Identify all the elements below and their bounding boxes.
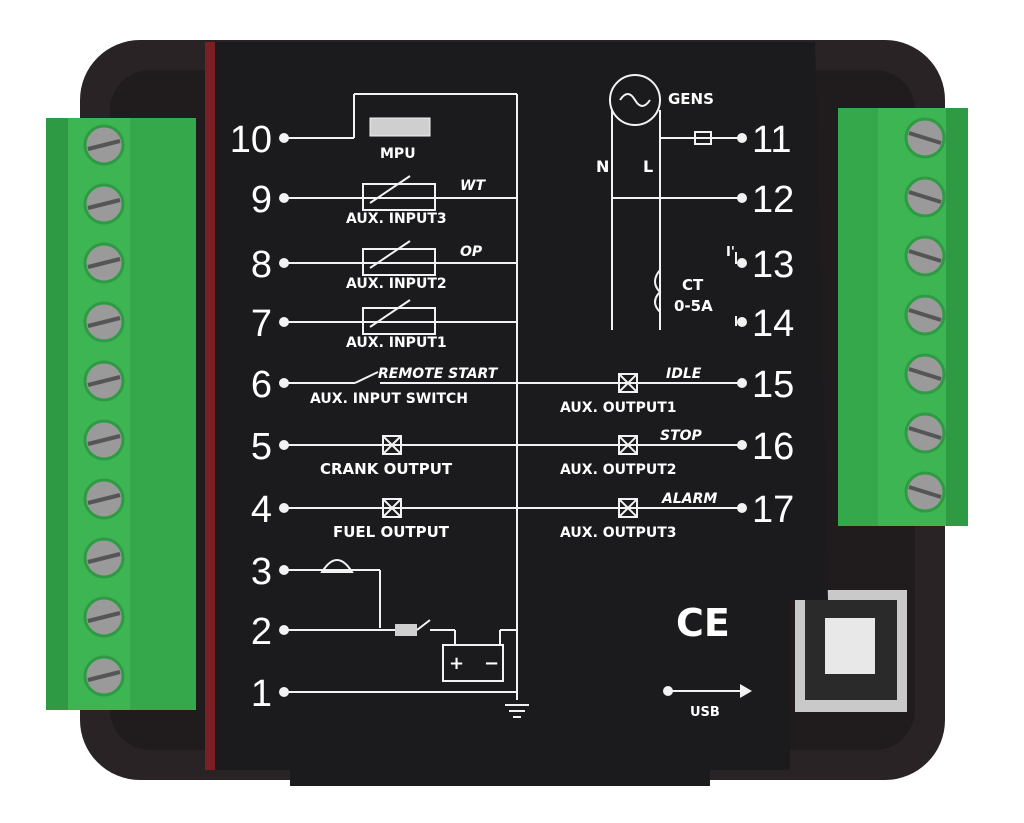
- label-aux-output3: AUX. OUTPUT3: [560, 525, 677, 541]
- label-stop: STOP: [660, 428, 703, 444]
- terminal-number-15: 15: [752, 364, 794, 406]
- terminal-number-14: 14: [752, 303, 794, 345]
- left-terminal-block: [46, 118, 196, 710]
- label-fuel-output: FUEL OUTPUT: [333, 523, 450, 541]
- mpu-sensor: [369, 117, 431, 137]
- usb-port[interactable]: [795, 590, 907, 712]
- ce-mark: CE: [676, 601, 730, 645]
- terminal-number-4: 4: [251, 489, 272, 531]
- terminal-number-5: 5: [251, 426, 272, 468]
- terminal-dot: [279, 687, 289, 697]
- terminal-number-11: 11: [752, 119, 791, 161]
- terminal-dot: [279, 258, 289, 268]
- right-terminal-dots: [737, 133, 747, 513]
- label-remote-start: REMOTE START: [378, 366, 499, 382]
- terminal-number-16: 16: [752, 426, 794, 468]
- terminal-dot: [737, 193, 747, 203]
- terminal-number-9: 9: [251, 179, 272, 221]
- terminal-dot: [279, 317, 289, 327]
- label-aux-input3: AUX. INPUT3: [346, 211, 447, 227]
- label-alarm: ALARM: [661, 491, 717, 507]
- terminal-number-17: 17: [752, 489, 794, 531]
- label-idle: IDLE: [666, 366, 702, 382]
- label-aux-output1: AUX. OUTPUT1: [560, 400, 677, 416]
- label-aux-input-switch: AUX. INPUT SWITCH: [310, 391, 468, 407]
- terminal-dot: [279, 440, 289, 450]
- left-terminal-dots: [279, 133, 289, 697]
- label-aux-input1: AUX. INPUT1: [346, 335, 447, 351]
- label-op: OP: [460, 244, 483, 260]
- terminal-number-1: 1: [251, 673, 272, 715]
- terminal-dot: [737, 503, 747, 513]
- label-n: N: [596, 157, 609, 176]
- label-mpu: MPU: [380, 146, 416, 162]
- terminal-dot: [279, 378, 289, 388]
- battery-plus-icon: +: [449, 653, 464, 674]
- usb-label: USB: [690, 705, 720, 720]
- terminal-number-10: 10: [230, 119, 272, 161]
- label-aux-input2: AUX. INPUT2: [346, 276, 447, 292]
- right-terminal-numbers: 11 12 13 14 15 16 17: [752, 119, 794, 531]
- left-wiring: [284, 93, 740, 718]
- terminal-number-3: 3: [251, 551, 272, 593]
- terminal-number-6: 6: [251, 364, 272, 406]
- label-gens: GENS: [668, 90, 714, 108]
- terminal-number-13: 13: [752, 244, 794, 286]
- terminal-number-7: 7: [251, 303, 272, 345]
- terminal-dot: [279, 193, 289, 203]
- generator-symbol: [609, 74, 661, 126]
- terminal-dot: [279, 133, 289, 143]
- battery-minus-icon: −: [484, 653, 499, 674]
- terminal-dot: [279, 503, 289, 513]
- terminal-number-8: 8: [251, 244, 272, 286]
- label-ct: CT: [682, 276, 704, 294]
- label-i-prime: I': [726, 245, 735, 260]
- label-crank-output: CRANK OUTPUT: [320, 460, 453, 478]
- right-wiring: [609, 74, 752, 698]
- terminal-dot: [279, 565, 289, 575]
- terminal-number-2: 2: [251, 611, 272, 653]
- terminal-dot: [737, 258, 747, 268]
- terminal-dot: [737, 440, 747, 450]
- terminal-number-12: 12: [752, 179, 794, 221]
- terminal-dot: [279, 625, 289, 635]
- label-l: L: [643, 157, 653, 176]
- label-wt: WT: [460, 178, 486, 194]
- terminal-dot: [737, 133, 747, 143]
- terminal-dot: [737, 378, 747, 388]
- label-aux-output2: AUX. OUTPUT2: [560, 462, 677, 478]
- terminal-dot: [737, 317, 747, 327]
- right-terminal-block: [838, 108, 968, 526]
- left-terminal-numbers: 10 9 8 7 6 5 4 3 2 1: [230, 119, 272, 715]
- label-ct-range: 0-5A: [674, 297, 713, 315]
